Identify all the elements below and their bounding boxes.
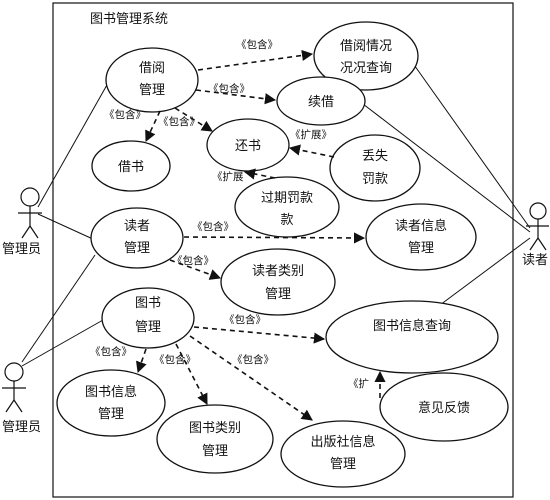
include-book-info <box>136 348 147 374</box>
include-borrow-query <box>197 49 314 71</box>
uc-reader-type-label-1: 读者类别 <box>252 264 304 279</box>
uc-lost-fine-label-2: 罚款 <box>362 172 388 187</box>
uc-feedback[interactable] <box>379 372 509 442</box>
extend-overdue-return <box>243 168 276 180</box>
label-include-1: 《包含》 <box>236 38 278 51</box>
uc-book-type[interactable] <box>156 404 274 474</box>
assoc-admin-reader-manage <box>37 213 96 241</box>
system-boundary <box>52 2 514 498</box>
include-book-query <box>193 326 326 344</box>
label-extend-2: 《扩展 <box>212 170 244 183</box>
uc-reader-info-label-2: 管理 <box>408 241 434 256</box>
uc-overdue-fine[interactable] <box>234 176 340 238</box>
actor-reader-label: 读者 <box>522 253 548 268</box>
uc-borrow-manage-label-1: 借阅 <box>139 61 165 76</box>
uc-borrow-query-label-2: 况况查询 <box>340 61 392 76</box>
uc-publisher-label-1: 出版社信息 <box>310 434 375 450</box>
assoc-reader-book-query <box>439 237 531 306</box>
uc-borrow-query-label-1: 借阅情况 <box>340 39 392 54</box>
uc-borrow-manage-label-2: 管理 <box>139 83 165 98</box>
include-renew <box>195 89 277 105</box>
actor-admin-bottom-label: 管理员 <box>2 420 41 435</box>
relation-labels: 《包含》 《包含》 《包含》 《包含》 《扩展》 《扩展 《包含》 《包含》 《… <box>90 38 369 390</box>
uc-book-info-label-2: 管理 <box>98 407 124 422</box>
label-include-5: 《包含》 <box>192 220 234 233</box>
actor-admin-bottom: 管理员 <box>2 362 41 435</box>
uc-renew[interactable] <box>276 76 366 126</box>
uc-book-manage-label-1: 图书 <box>135 296 161 311</box>
actor-reader-head <box>529 202 547 220</box>
uc-borrow-book-label: 借书 <box>118 160 144 175</box>
uc-book-manage-label-2: 管理 <box>135 320 161 335</box>
uc-book-type-label-1: 图书类别 <box>189 421 241 436</box>
uc-reader-manage[interactable] <box>90 207 184 269</box>
uc-reader-type-label-2: 管理 <box>265 287 291 302</box>
uc-overdue-fine-label-1: 过期罚款 <box>261 191 313 206</box>
assoc-reader-borrow-query <box>411 61 531 229</box>
uc-lost-fine[interactable] <box>329 134 421 202</box>
assoc-reader-renew <box>362 103 531 233</box>
actor-reader: 读者 <box>522 202 549 268</box>
include-reader-info <box>183 232 366 244</box>
assoc-admin2-book-manage <box>21 319 104 367</box>
label-include-2: 《包含》 <box>208 82 250 95</box>
dependencies <box>136 49 386 421</box>
uc-borrow-book[interactable] <box>91 140 171 192</box>
uc-return-book-label: 还书 <box>235 139 261 154</box>
label-include-3: 《包含》 <box>104 108 146 121</box>
label-include-8: 《包含》 <box>90 345 132 358</box>
uc-feedback-label: 意见反馈 <box>418 400 470 416</box>
label-extend-3: 《扩 <box>348 377 369 390</box>
uc-borrow-manage[interactable] <box>105 47 199 113</box>
use-cases: 借阅 管理 借阅情况 况况查询 续借 还书 丢失 罚款 借书 过期罚款 款 读者… <box>56 21 509 488</box>
uc-publisher-label-2: 管理 <box>330 457 356 472</box>
uc-borrow-query[interactable] <box>313 21 419 91</box>
label-extend-1: 《扩展》 <box>290 128 332 141</box>
uc-book-info-label-1: 图书信息 <box>85 384 137 400</box>
uc-reader-info-label-1: 读者信息 <box>395 218 447 234</box>
label-include-10: 《包含》 <box>232 353 274 366</box>
include-publisher <box>189 335 313 421</box>
uc-reader-manage-label-2: 管理 <box>124 241 150 256</box>
include-borrow-book <box>145 110 161 143</box>
system-title: 图书管理系统 <box>90 12 168 27</box>
associations <box>21 61 531 367</box>
uc-book-query-label: 图书信息查询 <box>373 318 451 334</box>
uc-publisher[interactable] <box>280 420 406 488</box>
uc-book-info[interactable] <box>56 369 166 437</box>
include-book-type <box>175 343 208 405</box>
extend-lost-return <box>288 144 335 158</box>
uc-book-manage[interactable] <box>101 287 195 349</box>
uc-reader-manage-label-1: 读者 <box>124 219 150 234</box>
uc-reader-info[interactable] <box>365 203 477 271</box>
include-return-book <box>174 107 213 132</box>
assoc-admin-borrow-manage <box>37 75 113 208</box>
uc-book-type-label-2: 管理 <box>202 444 228 459</box>
uc-renew-label: 续借 <box>308 95 334 110</box>
label-include-4: 《包含》 <box>158 115 200 128</box>
label-include-9: 《包含》 <box>154 353 196 366</box>
uc-book-query[interactable] <box>325 300 499 374</box>
assoc-admin2-reader-manage <box>21 254 96 363</box>
label-include-6: 《包含》 <box>172 254 214 267</box>
uc-overdue-fine-label-2: 款 <box>280 213 293 228</box>
uc-lost-fine-label-1: 丢失 <box>362 149 388 164</box>
label-include-7: 《包含》 <box>224 313 266 326</box>
uc-reader-type[interactable] <box>220 248 336 316</box>
actor-admin-bottom-head <box>4 362 24 382</box>
actor-admin-top-head <box>20 187 40 207</box>
actor-admin-top: 管理员 <box>2 187 42 257</box>
actor-admin-top-label: 管理员 <box>2 242 41 257</box>
